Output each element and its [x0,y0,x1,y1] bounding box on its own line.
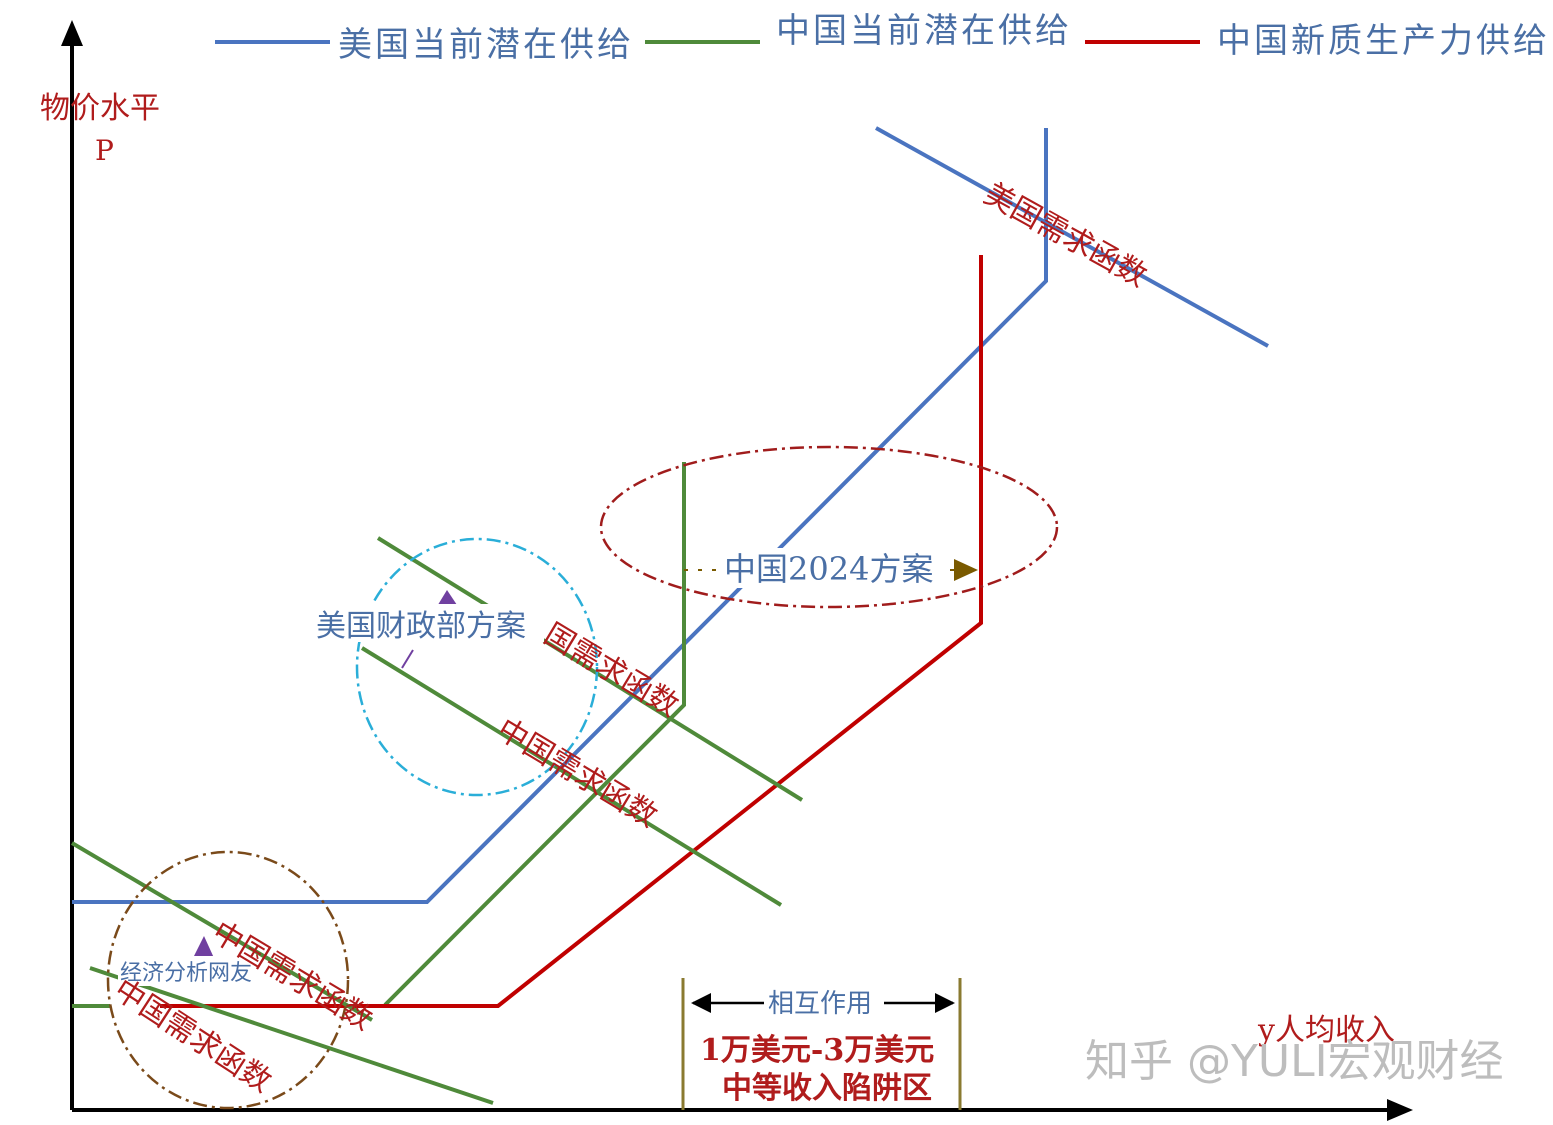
x-axis-label: y人均收入 [1257,1013,1395,1048]
cn-demand-curve-mid [360,646,783,907]
interaction-label: 相互作用 [768,989,872,1019]
china-2024-label: 中国2024方案 [724,550,933,588]
cn-new-supply-curve [160,255,983,1008]
china-2024-circle [599,445,1059,609]
cn-demand-mid-label: 中国需求函数 [491,712,663,835]
us-treasury-label-bg [314,604,544,642]
netizen-label: 经济分析网友 [120,961,252,986]
y-axis-arrow-icon [61,20,83,46]
shift-arrow-stem-us [401,649,414,669]
cn-supply-curve [383,462,686,1007]
watermark: 知乎 @YULI宏观财经 [1085,1036,1504,1087]
shift-arrow-icon-netizen [193,936,214,958]
netizen-circle [106,850,350,1110]
income-range-label: 1万美元-3万美元 [700,1033,934,1068]
axes [61,20,1413,1121]
cn-demand-curve-shifted [376,536,804,802]
legend-label-cn-new-supply: 中国新质生产力供给 [1217,21,1550,61]
china-2024-arrow-icon [954,559,978,581]
trap-zone-label: 中等收入陷阱区 [722,1071,932,1106]
cn-demand-curve-low-upper [70,841,374,1022]
x-axis-arrow-icon [1387,1099,1413,1121]
cn-demand-low-lower-label: 中国需求函数 [108,972,278,1099]
cn-demand-curve-low-lower [89,966,494,1105]
us-treasury-circle [355,537,599,797]
china-2024-label-bg [718,548,940,588]
legend: 美国当前潜在供给 中国当前潜在供给 中国新质生产力供给 [215,11,1550,65]
legend-label-us-supply: 美国当前潜在供给 [338,25,634,65]
cn-demand-shifted-label: 国需求函数 [538,617,685,724]
y-axis-symbol: P [95,134,114,167]
us-demand-curve [875,126,1269,348]
us-treasury-label: 美国财政部方案 [316,609,526,644]
shift-arrow-icon-us [436,590,459,608]
y-axis-label: 物价水平 [40,91,160,126]
us-demand-label: 美国需求函数 [978,176,1152,294]
us-supply-curve [72,128,1048,904]
legend-label-cn-supply: 中国当前潜在供给 [776,11,1072,51]
netizen-label-bg [118,956,250,986]
